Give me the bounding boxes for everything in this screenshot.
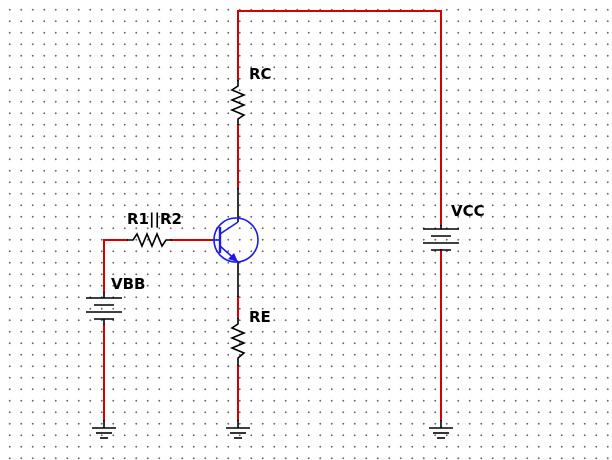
- battery-vcc[interactable]: [423, 225, 459, 251]
- ground-icon: [92, 420, 116, 439]
- wires: [103, 10, 442, 421]
- battery-vbb[interactable]: [86, 292, 122, 325]
- wire-top: [237, 10, 442, 226]
- ground-icon: [226, 420, 250, 439]
- label-re: RE: [249, 308, 271, 326]
- resistor-rb[interactable]: [127, 231, 172, 249]
- ground-icon: [429, 420, 453, 439]
- label-rc: RC: [249, 65, 272, 83]
- wire-vbb-rb: [103, 239, 128, 293]
- transistor-npn[interactable]: [212, 188, 259, 297]
- label-rb: R1||R2: [127, 210, 182, 229]
- resistor-re[interactable]: [229, 318, 247, 366]
- resistor-rc[interactable]: [229, 80, 247, 125]
- label-vbb: VBB: [111, 275, 145, 293]
- label-vcc: VCC: [451, 202, 485, 220]
